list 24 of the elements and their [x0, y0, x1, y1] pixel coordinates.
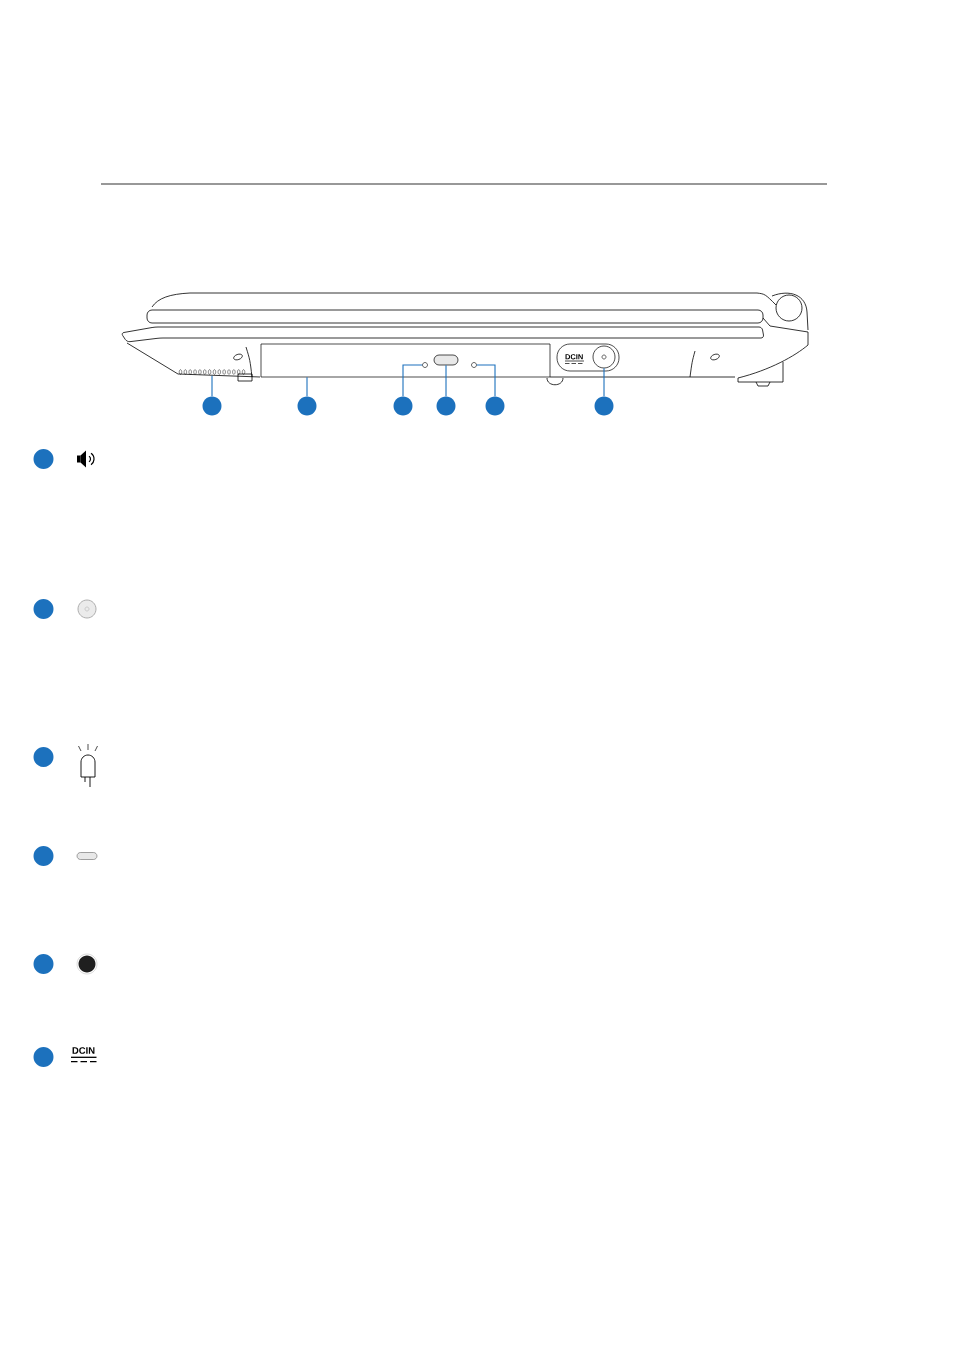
activity-led [422, 362, 428, 368]
callout-dot [33, 1047, 54, 1067]
optical-drive [260, 343, 551, 378]
callout-dot [485, 396, 505, 416]
leader-line [402, 364, 423, 397]
callout-dot [33, 599, 54, 619]
leader-line [445, 364, 447, 397]
eject-hole [471, 362, 477, 368]
leader-line [306, 376, 308, 397]
callout-dot [33, 449, 54, 469]
leader-line [603, 367, 605, 397]
callout-dot [393, 396, 413, 416]
power-jack [592, 345, 616, 369]
callout-dot [33, 846, 54, 866]
callout-dot [436, 396, 456, 416]
eject-button [433, 354, 459, 366]
leader-line [476, 364, 496, 397]
speaker-grille [178, 369, 246, 375]
callout-dot [33, 954, 54, 974]
callout-dot [594, 396, 614, 416]
callout-dot [33, 747, 54, 767]
leader-line [211, 375, 213, 397]
callout-dot [202, 396, 222, 416]
callout-dot [297, 396, 317, 416]
